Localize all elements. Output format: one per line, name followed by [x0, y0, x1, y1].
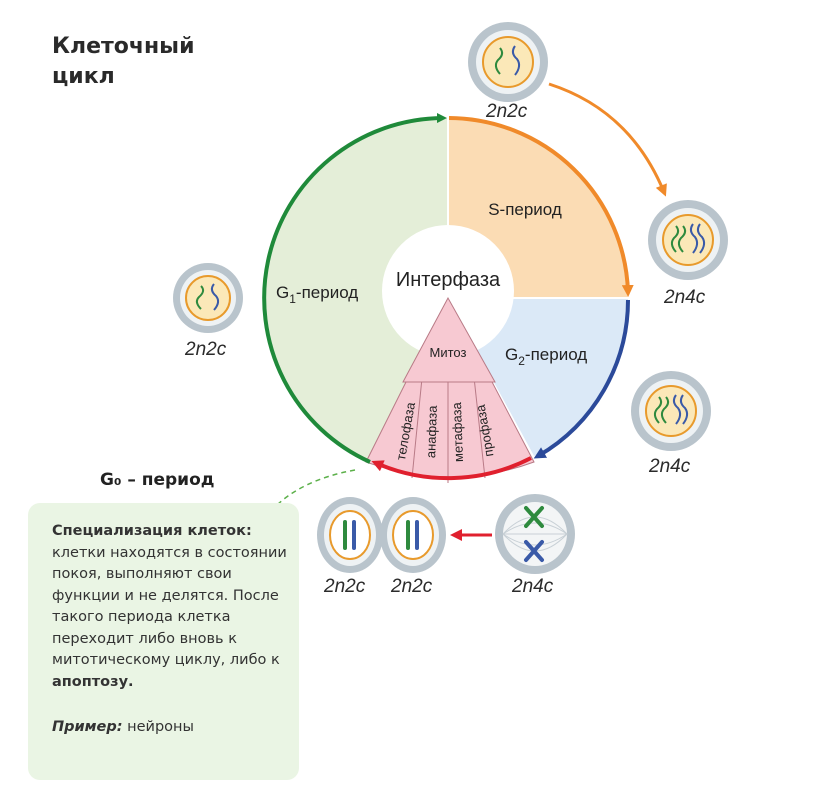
- g1-period-label: G1-период: [276, 283, 358, 306]
- card-text: клетки находятся в состоянии покоя, выпо…: [52, 544, 287, 669]
- card-bold-end: апоптозу.: [52, 673, 134, 690]
- interphase-label: Интерфаза: [396, 269, 501, 291]
- formula-right-lower: 2n4c: [649, 456, 691, 477]
- cell-left: [173, 263, 243, 333]
- cell-bottom-mid: [380, 497, 446, 573]
- s-period-label: S-период: [488, 200, 562, 219]
- interphase-center: [382, 225, 514, 357]
- cell-bottom-left: [317, 497, 383, 573]
- mitosis-arrow: [371, 456, 532, 481]
- formula-bottom-mid: 2n2c: [391, 576, 433, 597]
- g1-arrow: [262, 113, 447, 464]
- formula-bottom-right: 2n4c: [512, 576, 554, 597]
- formula-bottom-left: 2n2c: [324, 576, 366, 597]
- card-example: Пример: нейроны: [52, 717, 287, 739]
- title-line-2: цикл: [52, 64, 115, 89]
- cell-right-lower: [631, 371, 711, 451]
- g0-period-title: G₀ – период: [100, 470, 215, 490]
- metaphase-label: метафаза: [449, 401, 466, 462]
- mitosis-label: Митоз: [430, 345, 467, 360]
- formula-right-upper: 2n4c: [664, 287, 706, 308]
- card-heading: Специализация клеток:: [52, 523, 252, 539]
- anaphase-label: анафаза: [423, 405, 440, 459]
- s-arrow: [448, 116, 634, 297]
- g0-info-card: Специализация клеток: клетки находятся в…: [28, 503, 299, 780]
- g2-arrow: [533, 299, 631, 459]
- example-value: нейроны: [127, 719, 194, 735]
- top-to-right-arrow: [548, 82, 667, 197]
- g1-sector: [264, 117, 448, 462]
- example-label: Пример:: [52, 719, 123, 735]
- g2-period-label: G2-период: [505, 345, 587, 368]
- title-line-1: Клеточный: [52, 34, 195, 59]
- formula-top: 2n2c: [486, 101, 528, 122]
- cell-bottom-right: [495, 494, 575, 574]
- figure-title: Клеточный цикл: [52, 32, 195, 92]
- formula-left: 2n2c: [185, 339, 227, 360]
- cell-right-upper: [648, 200, 728, 280]
- cell-top: [468, 22, 548, 102]
